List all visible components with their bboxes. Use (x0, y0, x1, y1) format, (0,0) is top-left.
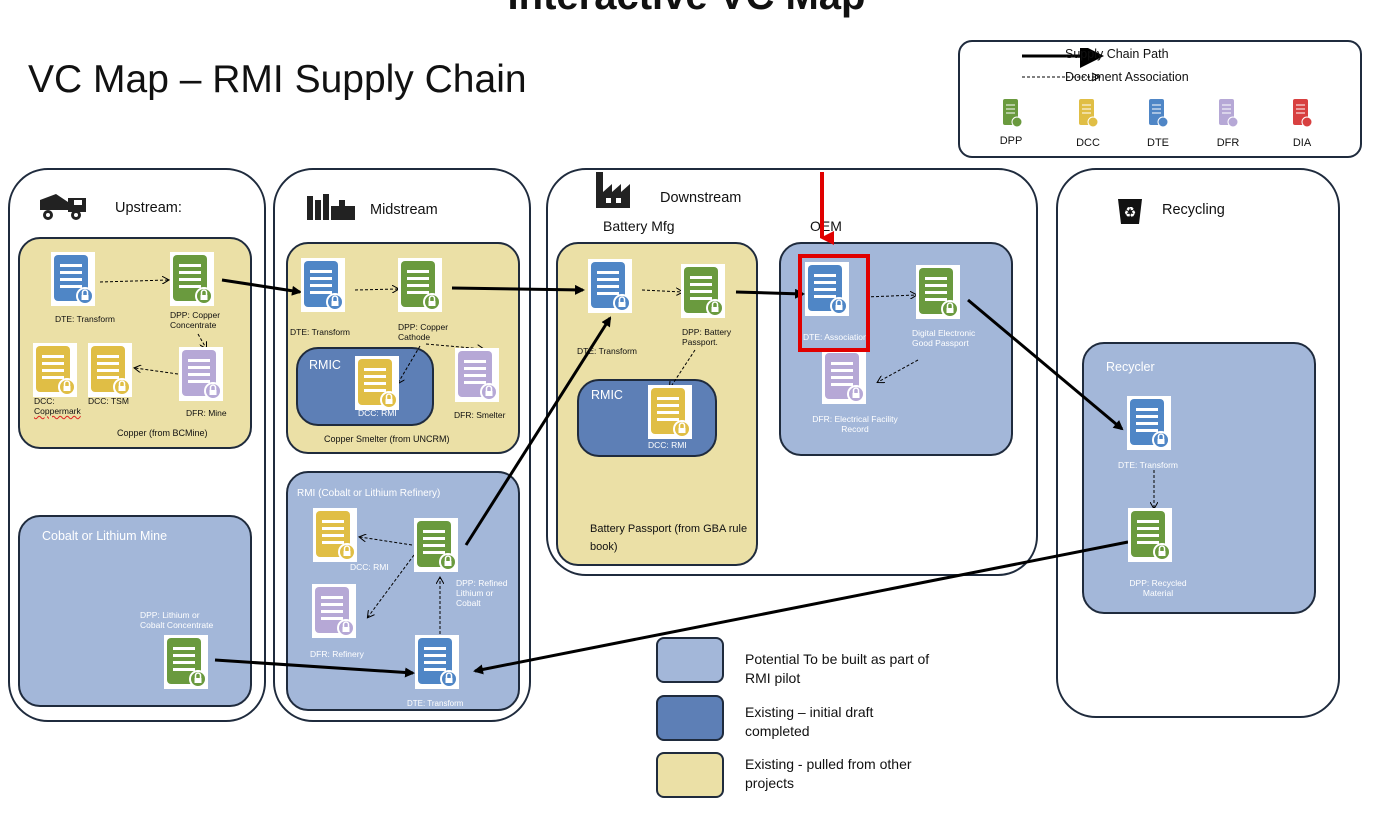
legend-label-dia: DIA (1292, 137, 1312, 149)
cobalt-lithium-mine-label: Cobalt or Lithium Mine (42, 529, 168, 543)
mining-truck-icon (40, 194, 86, 220)
mid-dcc-icon[interactable] (355, 356, 399, 410)
key-label-existing-initial: Existing – initial draft completed (745, 704, 874, 739)
ref-dpp-icon[interactable] (414, 518, 458, 572)
legend-label-dpp: DPP (999, 135, 1023, 147)
caption-oem-dfr: DFR: Electrical Facility Record (812, 414, 898, 434)
caption-mid-dcc: DCC: RMI (358, 408, 397, 418)
key-swatch-existing-initial (656, 695, 724, 741)
caption-up-dcc-tsm: DCC: TSM (88, 396, 129, 406)
mid-dpp-icon[interactable] (398, 258, 442, 312)
caption-rec-dte: DTE: Transform (1118, 460, 1178, 470)
rec-dpp-icon[interactable] (1128, 508, 1172, 562)
dfr-icon (1218, 98, 1239, 128)
downstream-label: Downstream (660, 190, 742, 206)
legend-label-dte: DTE (1147, 137, 1169, 149)
caption-bat-dpp: DPP: Battery Passport. (682, 327, 732, 347)
dte-icon (1148, 98, 1169, 128)
caption-bat-dte: DTE: Transform (577, 346, 637, 356)
caption-mid-dte: DTE: Transform (290, 327, 350, 337)
rmi-refinery-label: RMI (Cobalt or Lithium Refinery) (297, 488, 441, 499)
battery-mfg-label: Battery Mfg (603, 218, 675, 234)
recycler-label: Recycler (1106, 360, 1155, 374)
top-title: Interactive VC Map (0, 0, 1373, 19)
up-cobalt-dpp-icon[interactable] (164, 635, 208, 689)
legend: Supply Chain Path Document Association D… (958, 40, 1362, 158)
caption-oem-dpp: Digital Electronic Good Passport (912, 328, 976, 348)
factory-icon (596, 172, 630, 208)
recycler-region (1082, 342, 1316, 614)
caption-up-dte: DTE: Transform (55, 314, 115, 324)
legend-supply-chain-path: Supply Chain Path (1065, 47, 1169, 61)
caption-up-dcc-coppermark: DCC:Coppermark (34, 396, 81, 416)
oem-dpp-icon[interactable] (916, 265, 960, 319)
caption-mid-dfr: DFR: Smelter (454, 410, 506, 420)
copper-smelter-footer: Copper Smelter (from UNCRM) (324, 434, 450, 444)
dia-icon (1292, 98, 1313, 128)
dcc-icon (1078, 98, 1099, 128)
up-dcc-tsm-icon[interactable] (88, 343, 132, 397)
oem-label: OEM (810, 218, 842, 234)
caption-ref-dte: DTE: Transform (407, 699, 464, 708)
caption-mid-dpp: DPP: Copper Cathode (398, 322, 449, 342)
up-dfr-icon[interactable] (179, 347, 223, 401)
bat-dte-icon[interactable] (588, 259, 632, 313)
key-swatch-potential (656, 637, 724, 683)
rmic-label-1: RMIC (309, 358, 341, 372)
legend-arrows (1022, 48, 1104, 82)
page-title: VC Map – RMI Supply Chain (28, 58, 527, 101)
battery-passport-footer: Battery Passport (from GBA rule book) (590, 523, 748, 553)
rmic-label-2: RMIC (591, 388, 623, 402)
caption-ref-dfr: DFR: Refinery (310, 649, 364, 659)
ref-dcc-icon[interactable] (313, 508, 357, 562)
recycling-label: Recycling (1162, 202, 1225, 218)
caption-oem-dte: DTE: Association (803, 332, 868, 342)
legend-label-dcc: DCC (1076, 137, 1100, 149)
up-dte-icon[interactable] (51, 252, 95, 306)
rec-dte-icon[interactable] (1127, 396, 1171, 450)
copper-footer: Copper (from BCMine) (117, 428, 208, 438)
caption-ref-dpp: DPP: Refined Lithium or Cobalt (456, 578, 508, 608)
bat-dpp-icon[interactable] (681, 264, 725, 318)
key-swatch-existing-pulled (656, 752, 724, 798)
key-label-potential: Potential To be built as part of RMI pil… (745, 651, 930, 686)
ref-dte-icon[interactable] (415, 635, 459, 689)
recycle-bin-icon: ♻ (1118, 199, 1142, 224)
refinery-icon (307, 194, 355, 220)
key-label-existing-pulled: Existing - pulled from other projects (745, 756, 912, 791)
caption-ref-dcc: DCC: RMI (350, 562, 389, 572)
up-dcc-coppermark-icon[interactable] (33, 343, 77, 397)
upstream-label: Upstream: (115, 200, 182, 216)
highlight-box[interactable] (798, 254, 870, 352)
ref-dfr-icon[interactable] (312, 584, 356, 638)
caption-bat-dcc: DCC: RMI (648, 440, 687, 450)
dpp-icon (1002, 98, 1023, 128)
bat-dcc-icon[interactable] (648, 385, 692, 439)
oem-dfr-icon[interactable] (822, 350, 866, 404)
oem-dte-icon[interactable] (805, 262, 849, 316)
cobalt-lithium-mine-region (18, 515, 252, 707)
legend-label-dfr: DFR (1216, 137, 1240, 149)
legend-document-association: Document Association (1065, 70, 1189, 84)
up-dpp-icon[interactable] (170, 252, 214, 306)
mid-dfr-icon[interactable] (455, 348, 499, 402)
midstream-label: Midstream (370, 202, 438, 218)
caption-up-dfr: DFR: Mine (186, 408, 227, 418)
caption-rec-dpp: DPP: Recycled Material (1129, 578, 1187, 598)
caption-up-cobalt-dpp: DPP: Lithium or Cobalt Concentrate (140, 610, 214, 630)
svg-text:♻: ♻ (1124, 205, 1137, 221)
mid-dte-icon[interactable] (301, 258, 345, 312)
caption-up-dpp: DPP: Copper Concentrate (170, 310, 221, 330)
